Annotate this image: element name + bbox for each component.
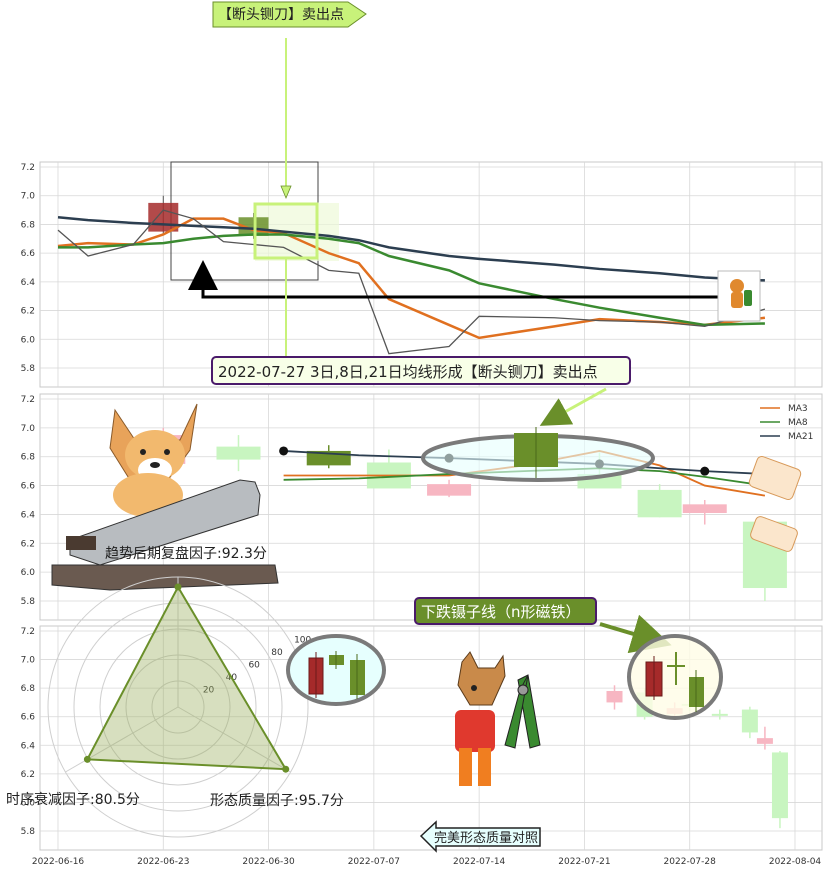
y-tick-label: 7.0 [21, 192, 36, 202]
legend-ma3: MA3 [788, 404, 808, 414]
y-tick-label: 6.4 [21, 278, 36, 288]
radar-point [174, 583, 182, 591]
radar-axes [65, 577, 291, 773]
top-candle-body [148, 202, 179, 232]
radar-point [282, 765, 290, 773]
mid-candle-body [216, 446, 261, 460]
quality-note-arrow [419, 820, 541, 853]
radar-axis [65, 706, 179, 773]
x-tick-labels: 2022-06-16 2022-06-23 2022-06-30 2022-07-07… [32, 857, 822, 867]
series-line-ma21 [57, 216, 765, 282]
radar-ring-label: 80 [271, 648, 283, 658]
top-panel-frame [39, 161, 823, 388]
top-sell-label-box [212, 1, 367, 28]
y-tick-label: 5.8 [21, 364, 36, 374]
radar-points [83, 583, 290, 773]
y-tick-label: 6.2 [21, 307, 35, 317]
x-tick-label: 2022-07-28 [664, 857, 717, 867]
top-sell-arrowhead [280, 185, 292, 200]
dog-sticker-icon [717, 270, 761, 322]
mid-overlay-candle [514, 427, 558, 478]
x-tick-label: 2022-06-16 [32, 857, 85, 867]
x-tick-label: 2022-07-21 [558, 857, 610, 867]
y-tick-label: 6.8 [21, 220, 36, 230]
radar-ring-label: 60 [248, 661, 260, 671]
x-tick-label: 2022-07-14 [453, 857, 506, 867]
mid-candle-body [682, 504, 727, 513]
mid-pointer-arrow [539, 387, 607, 426]
pliers-icon [504, 674, 541, 749]
y-tick-label: 5.8 [21, 597, 36, 607]
radar-point [83, 755, 91, 763]
radar-label-form: 形态质量因子:95.7分 [210, 793, 344, 809]
y-tick-label: 7.0 [21, 656, 36, 666]
y-tick-label: 6.0 [21, 568, 36, 578]
bottom-candle-body [606, 691, 623, 703]
cracker-tag-icon [748, 456, 802, 552]
y-tick-label: 6.2 [21, 770, 35, 780]
x-tick-label: 2022-06-23 [137, 857, 189, 867]
y-tick-label: 6.4 [21, 510, 36, 520]
quality-note-text: 完美形态质量对照 [434, 831, 538, 846]
x-tick-label: 2022-08-04 [769, 857, 822, 867]
radar-label-trend: 趋势后期复盘因子:92.3分 [105, 545, 267, 562]
y-tick-label: 6.8 [21, 453, 36, 463]
y-tick-label: 7.2 [21, 163, 35, 173]
signal-desc-box [211, 356, 631, 385]
y-tick-label: 6.8 [21, 684, 36, 694]
shepherd-dog-icon [455, 651, 506, 786]
mid-candle-body [637, 489, 682, 518]
y-tick-label: 6.4 [21, 741, 36, 751]
series-line-close [57, 209, 766, 355]
y-tick-label: 7.0 [21, 424, 36, 434]
y-tick-label: 5.8 [21, 827, 36, 837]
radar-polygon [85, 584, 288, 771]
legend: MA3 MA8 MA21 [760, 404, 813, 442]
legend-ma8: MA8 [788, 418, 808, 428]
radar-axis [177, 706, 291, 773]
y-tick-labels: 7.2 7.0 6.8 6.6 6.4 6.2 6.0 5.8 7.2 7.0 6.8 6.6 6.4 6… [21, 163, 36, 837]
signal-desc-text: 2022-07-27 3日,8日,21日均线形成【断头铡刀】卖出点 [218, 363, 598, 381]
y-tick-label: 6.0 [21, 335, 36, 345]
top-sell-label: 【断头铡刀】卖出点 [218, 7, 344, 23]
mid-ma21-dot [279, 446, 289, 456]
series-line-ma3 [57, 217, 766, 340]
radar-ring-label: 20 [203, 686, 215, 696]
bottom-pattern-candles [645, 652, 704, 712]
series-line-ma8 [58, 233, 765, 327]
bottom-candle-body [771, 752, 788, 819]
y-tick-label: 6.6 [21, 713, 36, 723]
y-tick-label: 6.6 [21, 482, 36, 492]
bottom-candle-body [711, 713, 728, 716]
x-tick-label: 2022-07-07 [348, 857, 400, 867]
mid-candle-body [427, 484, 472, 496]
mid-ma21-dot [700, 466, 710, 476]
legend-ma21: MA21 [788, 432, 813, 442]
pattern-name-text: 下跌镊子线（n形磁铁） [421, 603, 581, 621]
radar-label-time: 时序衰减因子:80.5分 [6, 791, 140, 808]
bottom-candle-body [741, 709, 758, 733]
y-tick-label: 6.6 [21, 249, 36, 259]
pattern-name-box [414, 597, 597, 625]
bottom-candle-body [756, 738, 773, 744]
y-tick-label: 7.2 [21, 627, 35, 637]
top-ma-lines [57, 209, 766, 355]
return-arrow [188, 260, 720, 299]
x-tick-label: 2022-06-30 [242, 857, 295, 867]
y-tick-label: 7.2 [21, 395, 35, 405]
y-tick-label: 6.0 [21, 798, 36, 808]
y-tick-label: 6.2 [21, 539, 35, 549]
radar-ring-label: 100 [294, 636, 311, 646]
reference-pattern [286, 634, 386, 706]
